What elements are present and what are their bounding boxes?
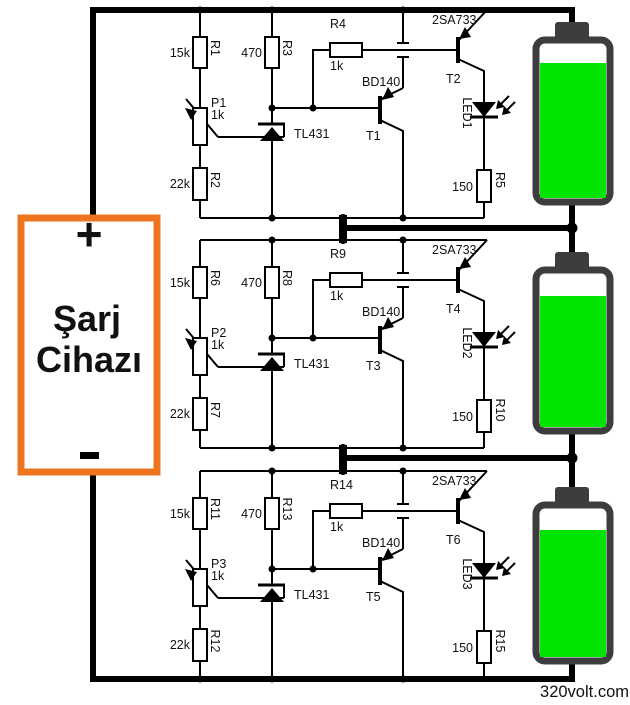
resistor-value-label: 1k <box>330 289 344 303</box>
resistor-value-label: 470 <box>241 507 262 521</box>
transistor-type-label: BD140 <box>362 536 400 550</box>
pot-name-label: P2 <box>211 326 226 340</box>
pot-value-label: 1k <box>211 108 225 122</box>
resistor-value-label: 15k <box>170 46 191 60</box>
shunt-label: TL431 <box>294 588 329 602</box>
transistor-name-label: T5 <box>366 590 381 604</box>
stage-rails <box>200 217 487 472</box>
resistor-name-label: R14 <box>330 478 353 492</box>
transistor-name-label: T1 <box>366 129 381 143</box>
resistor-value-label: 150 <box>452 410 473 424</box>
battery-1 <box>532 22 614 206</box>
charger-box: + Şarj Cihazı <box>17 208 161 476</box>
junction-dot <box>399 675 407 683</box>
resistor-name-label: R4 <box>330 17 346 31</box>
resistor-name-label: R5 <box>493 172 507 188</box>
junction-dot <box>196 675 204 683</box>
junction-dot <box>268 675 276 683</box>
transistor-type-label: BD140 <box>362 75 400 89</box>
resistor-name-label: R1 <box>208 40 222 56</box>
battery-charge-level <box>540 296 606 427</box>
led-name-label: LED3 <box>460 558 474 589</box>
resistor-name-label: R13 <box>280 498 294 521</box>
main-loop-wiring <box>90 7 578 682</box>
junction-dot <box>268 467 276 475</box>
pot-value-label: 1k <box>211 338 225 352</box>
junction-dot <box>196 6 204 14</box>
resistor-value-label: 150 <box>452 180 473 194</box>
resistor-name-label: R2 <box>208 172 222 188</box>
junction-dot <box>566 222 578 234</box>
junction-dot <box>399 467 407 475</box>
charger-plus-terminal: + <box>76 208 103 260</box>
battery-charge-level <box>540 530 606 657</box>
battery-2 <box>532 252 614 435</box>
shunt-label: TL431 <box>294 127 329 141</box>
junction-dot <box>566 452 578 464</box>
pot-name-label: P3 <box>211 557 226 571</box>
resistor-name-label: R15 <box>493 630 507 653</box>
junction-dot <box>268 236 276 244</box>
junction-dot <box>268 214 276 222</box>
resistor-value-label: 470 <box>241 276 262 290</box>
transistor-name-label: T2 <box>446 72 461 86</box>
resistor-value-label: 22k <box>170 638 191 652</box>
battery-3 <box>532 487 614 665</box>
watermark: 320volt.com <box>540 683 629 700</box>
charger-negative-wire <box>90 475 575 682</box>
transistor-type-label: 2SA733 <box>432 13 477 27</box>
junction-dot <box>399 236 407 244</box>
charger-label-line2: Cihazı <box>36 339 142 380</box>
stage-2-labels: 15k R6 470 R8 R9 1k P2 1k TL431 BD140 T3… <box>170 243 507 424</box>
charger-label-line1: Şarj <box>53 298 121 339</box>
charger-border <box>17 214 161 476</box>
resistor-value-label: 22k <box>170 407 191 421</box>
resistor-name-label: R6 <box>208 270 222 286</box>
transistor-type-label: 2SA733 <box>432 474 477 488</box>
resistor-value-label: 22k <box>170 177 191 191</box>
charger-positive-wire <box>90 7 575 215</box>
pot-value-label: 1k <box>211 569 225 583</box>
resistor-value-label: 1k <box>330 59 344 73</box>
junction-dot <box>399 214 407 222</box>
junction-dot <box>268 444 276 452</box>
junction-dot <box>268 6 276 14</box>
resistor-name-label: R7 <box>208 402 222 418</box>
junction-dot <box>399 6 407 14</box>
shunt-label: TL431 <box>294 357 329 371</box>
stage-3-labels: 15k R11 470 R13 R14 1k P3 1k TL431 BD140… <box>170 474 507 655</box>
charger-minus-terminal-icon <box>80 452 99 459</box>
transistor-type-label: 2SA733 <box>432 243 477 257</box>
resistor-name-label: R11 <box>208 498 222 520</box>
resistor-value-label: 1k <box>330 520 344 534</box>
transistor-name-label: T4 <box>446 302 461 316</box>
resistor-name-label: R3 <box>280 40 294 56</box>
battery-charge-level <box>540 63 606 198</box>
resistor-name-label: R9 <box>330 247 346 261</box>
led-name-label: LED1 <box>460 97 474 128</box>
led-name-label: LED2 <box>460 327 474 358</box>
transistor-name-label: T3 <box>366 359 381 373</box>
resistor-value-label: 15k <box>170 276 191 290</box>
rail-junction-dots <box>196 6 407 683</box>
resistor-value-label: 15k <box>170 507 191 521</box>
resistor-value-label: 150 <box>452 641 473 655</box>
resistor-value-label: 470 <box>241 46 262 60</box>
transistor-name-label: T6 <box>446 533 461 547</box>
resistor-name-label: R12 <box>208 630 222 653</box>
pot-name-label: P1 <box>211 96 226 110</box>
resistor-name-label: R10 <box>493 399 507 422</box>
transistor-type-label: BD140 <box>362 305 400 319</box>
junction-dot <box>399 444 407 452</box>
resistor-name-label: R8 <box>280 270 294 286</box>
stage-1-labels: 15k R1 470 R3 R4 1k P1 1k TL431 BD140 T1… <box>170 13 507 194</box>
